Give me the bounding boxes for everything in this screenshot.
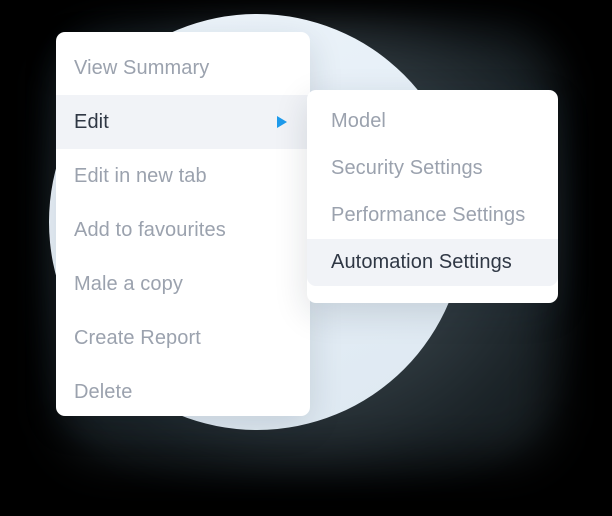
menu-item-label: Create Report — [74, 326, 201, 349]
menu-item-label: Delete — [74, 380, 133, 403]
submenu-item-label: Performance Settings — [331, 204, 526, 226]
submenu-item-label: Security Settings — [331, 157, 483, 179]
menu-item-make-a-copy[interactable]: Male a copy — [56, 257, 310, 311]
submenu-item-label: Model — [331, 110, 386, 132]
menu-item-label: Edit in new tab — [74, 164, 207, 187]
submenu-item-label: Automation Settings — [331, 251, 512, 273]
menu-item-add-to-favourites[interactable]: Add to favourites — [56, 203, 310, 257]
menu-item-label: Edit — [74, 110, 109, 133]
menu-item-label: Add to favourites — [74, 218, 226, 241]
context-menu: View Summary Edit Edit in new tab Add to… — [56, 32, 310, 416]
edit-submenu: Model Security Settings Performance Sett… — [307, 90, 558, 303]
submenu-item-automation-settings[interactable]: Automation Settings — [307, 239, 558, 286]
menu-item-edit[interactable]: Edit — [56, 95, 310, 149]
submenu-item-security-settings[interactable]: Security Settings — [307, 145, 558, 192]
menu-item-delete[interactable]: Delete — [56, 365, 310, 416]
menu-item-label: Male a copy — [74, 272, 183, 295]
menu-item-edit-in-new-tab[interactable]: Edit in new tab — [56, 149, 310, 203]
submenu-item-model[interactable]: Model — [307, 98, 558, 145]
chevron-right-icon — [276, 115, 288, 129]
menu-item-label: View Summary — [74, 56, 210, 79]
menu-item-view-summary[interactable]: View Summary — [56, 41, 310, 95]
submenu-item-performance-settings[interactable]: Performance Settings — [307, 192, 558, 239]
menu-item-create-report[interactable]: Create Report — [56, 311, 310, 365]
